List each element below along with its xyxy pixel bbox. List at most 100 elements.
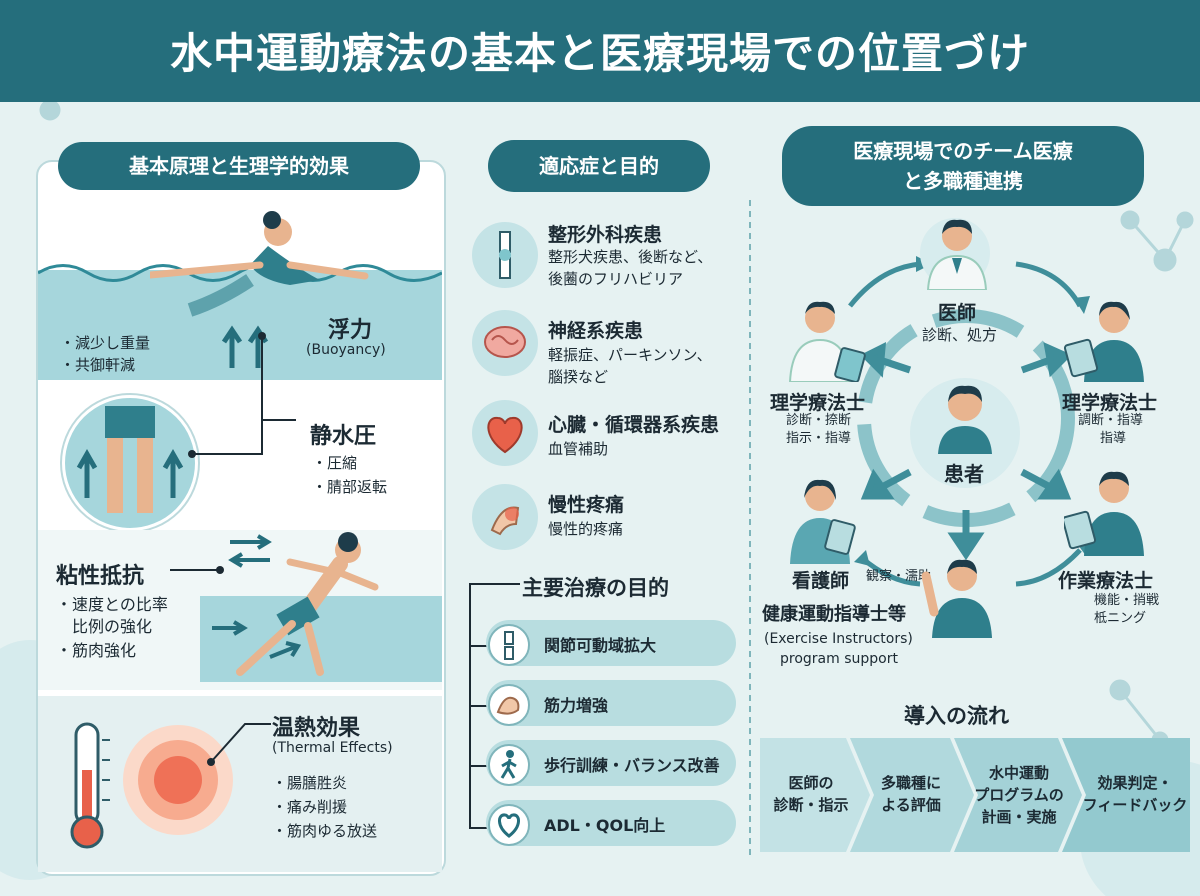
doctor-avatar — [926, 219, 988, 290]
nurse-label: 看護師 — [792, 570, 850, 592]
patient-avatar — [938, 385, 992, 454]
viscosity-point-2: 比例の強化 — [56, 617, 153, 636]
pt-left-desc-2: 指示・指導 — [786, 431, 852, 446]
indication-name-2: 神経系疾患 — [548, 320, 644, 342]
thermometer-icon — [70, 722, 110, 849]
instructor-desc-en: (Exercise Instructors) — [764, 631, 913, 647]
heat-glow-icon — [123, 725, 233, 835]
indication-desc-2b: 腦揆など — [548, 368, 609, 386]
pt-right-desc-2: 指導 — [1100, 431, 1127, 446]
nurse-avatar — [790, 479, 856, 564]
buoyancy-label-en: (Buoyancy) — [306, 342, 386, 358]
header-banner — [0, 0, 1200, 102]
purpose-label-1: 関節可動域拡大 — [544, 636, 657, 655]
flow-step-3: 水中運動 プログラムの 計画・実施 — [964, 762, 1074, 828]
flow-step-3-line-3: 計画・実施 — [981, 808, 1057, 826]
walking-icon — [488, 744, 530, 786]
doctor-desc: 診断、処方 — [922, 326, 998, 344]
flow-step-4-line-2: フィードバック — [1082, 796, 1188, 814]
flow-step-1: 医師の 診断・指示 — [766, 772, 856, 816]
flow-step-3-line-2: プログラムの — [974, 786, 1064, 804]
buoyancy-point-2: ・共御軒減 — [60, 356, 136, 374]
viscosity-connector — [170, 566, 224, 574]
purpose-item-4: ADL・QOL向上 — [486, 800, 736, 846]
flow-step-2: 多職種に よる評価 — [866, 772, 956, 816]
muscle-icon — [488, 684, 530, 726]
indications-heading: 適応症と目的 — [488, 140, 710, 192]
viscosity-label: 粘性抵抗 — [56, 564, 145, 589]
heart-outline-icon — [488, 804, 530, 846]
team-cycle-diagram — [848, 256, 1092, 587]
flow-step-4: 効果判定・ フィードバック — [1080, 772, 1190, 816]
indication-name-3: 心臓・循環器系疾患 — [548, 414, 720, 436]
pt-right-label: 理学療法士 — [1062, 392, 1158, 414]
instructor-avatar — [921, 559, 992, 638]
pt-left-label: 理学療法士 — [770, 392, 866, 414]
pt-left-avatar — [788, 301, 866, 382]
flow-step-1-line-1: 医師の — [788, 774, 834, 792]
indication-desc-3: 血管補助 — [548, 440, 609, 458]
page-title: 水中運動療法の基本と医療現場での位置づけ — [169, 29, 1030, 78]
instructor-label: 健康運動指導士等 — [762, 604, 906, 625]
flow-step-3-line-1: 水中運動 — [988, 764, 1049, 782]
indication-name-1: 整形外科疾患 — [548, 224, 663, 246]
indication-desc-1b: 後蔨のフリハビリア — [548, 270, 684, 288]
thermal-point-1: ・腸膳胜炎 — [272, 774, 348, 792]
knee-icon — [488, 624, 530, 666]
team-heading: 医療現場でのチーム医療 と多職種連携 — [782, 126, 1144, 206]
hydrostatic-connector — [188, 332, 296, 458]
team-heading-line-2: と多職種連携 — [903, 169, 1023, 193]
principles-heading: 基本原理と生理学的効果 — [58, 142, 420, 190]
buoyancy-label: 浮力 — [328, 318, 373, 343]
indication-name-4: 慢性疼痛 — [548, 494, 625, 516]
indication-desc-4: 慢性的疼痛 — [548, 520, 624, 538]
running-swimmer — [212, 532, 379, 676]
pain-icon — [472, 484, 538, 550]
viscosity-point-1: ・速度との比率 — [56, 595, 168, 614]
pt-left-desc-1: 診断・捺断 — [786, 413, 852, 428]
nurse-desc: 観察・濡助 — [866, 569, 932, 584]
flow-step-1-line-2: 診断・指示 — [773, 796, 849, 814]
doctor-label: 医師 — [938, 302, 977, 324]
flow-heading: 導入の流れ — [904, 704, 1009, 728]
purpose-heading: 主要治療の目的 — [522, 576, 669, 600]
heart-icon — [472, 400, 538, 466]
purpose-item-2: 筋力増強 — [486, 680, 736, 726]
pt-right-desc-1: 調断・指導 — [1078, 413, 1144, 428]
hydrostatic-circle — [62, 395, 198, 531]
patient-label: 患者 — [944, 462, 984, 486]
thermal-point-3: ・筋肉ゆる放送 — [272, 822, 378, 840]
indication-desc-2a: 軽振症、パーキンソン、 — [548, 346, 712, 364]
hydrostatic-point-1: ・圧縮 — [312, 454, 358, 472]
purpose-label-4: ADL・QOL向上 — [544, 816, 666, 835]
hydrostatic-point-2: ・腈部返転 — [312, 478, 388, 496]
indication-desc-1a: 整形犬疾患、後断など、 — [548, 248, 713, 266]
joint-icon — [472, 222, 538, 288]
purpose-label-2: 筋力増強 — [544, 696, 609, 715]
team-heading-line-1: 医療現場でのチーム医療 — [853, 139, 1073, 163]
flow-step-4-line-1: 効果判定・ — [1097, 774, 1173, 792]
ot-desc-2: 柢ニング — [1094, 611, 1147, 626]
thermal-point-2: ・痛み削援 — [272, 798, 348, 816]
thermal-band — [38, 696, 442, 872]
instructor-desc-en-2: program support — [780, 651, 898, 667]
ot-desc-1: 機能・捎戦 — [1094, 593, 1160, 608]
purpose-item-3: 歩行訓練・バランス改善 — [486, 740, 736, 786]
wave-lines — [38, 264, 442, 282]
purpose-item-1: 関節可動域拡大 — [486, 620, 736, 666]
buoyancy-point-1: ・減少し重量 — [60, 334, 151, 352]
thermal-connector — [207, 723, 271, 766]
floating-swimmer — [150, 211, 369, 317]
flow-step-2-line-1: 多職種に — [880, 774, 941, 792]
ot-label: 作業療法士 — [1058, 570, 1154, 592]
column-divider — [749, 200, 751, 860]
pt-right-avatar — [1064, 301, 1144, 382]
purpose-label-3: 歩行訓練・バランス改善 — [544, 756, 720, 775]
thermal-label: 温熱効果 — [272, 716, 361, 741]
buoyancy-arrows — [221, 325, 269, 368]
ot-avatar — [1064, 471, 1144, 556]
viscosity-point-3: ・筋肉強化 — [56, 641, 137, 660]
flow-step-2-line-2: よる評価 — [881, 796, 941, 814]
purpose-bracket — [469, 583, 520, 829]
thermal-label-en: (Thermal Effects) — [272, 740, 393, 756]
